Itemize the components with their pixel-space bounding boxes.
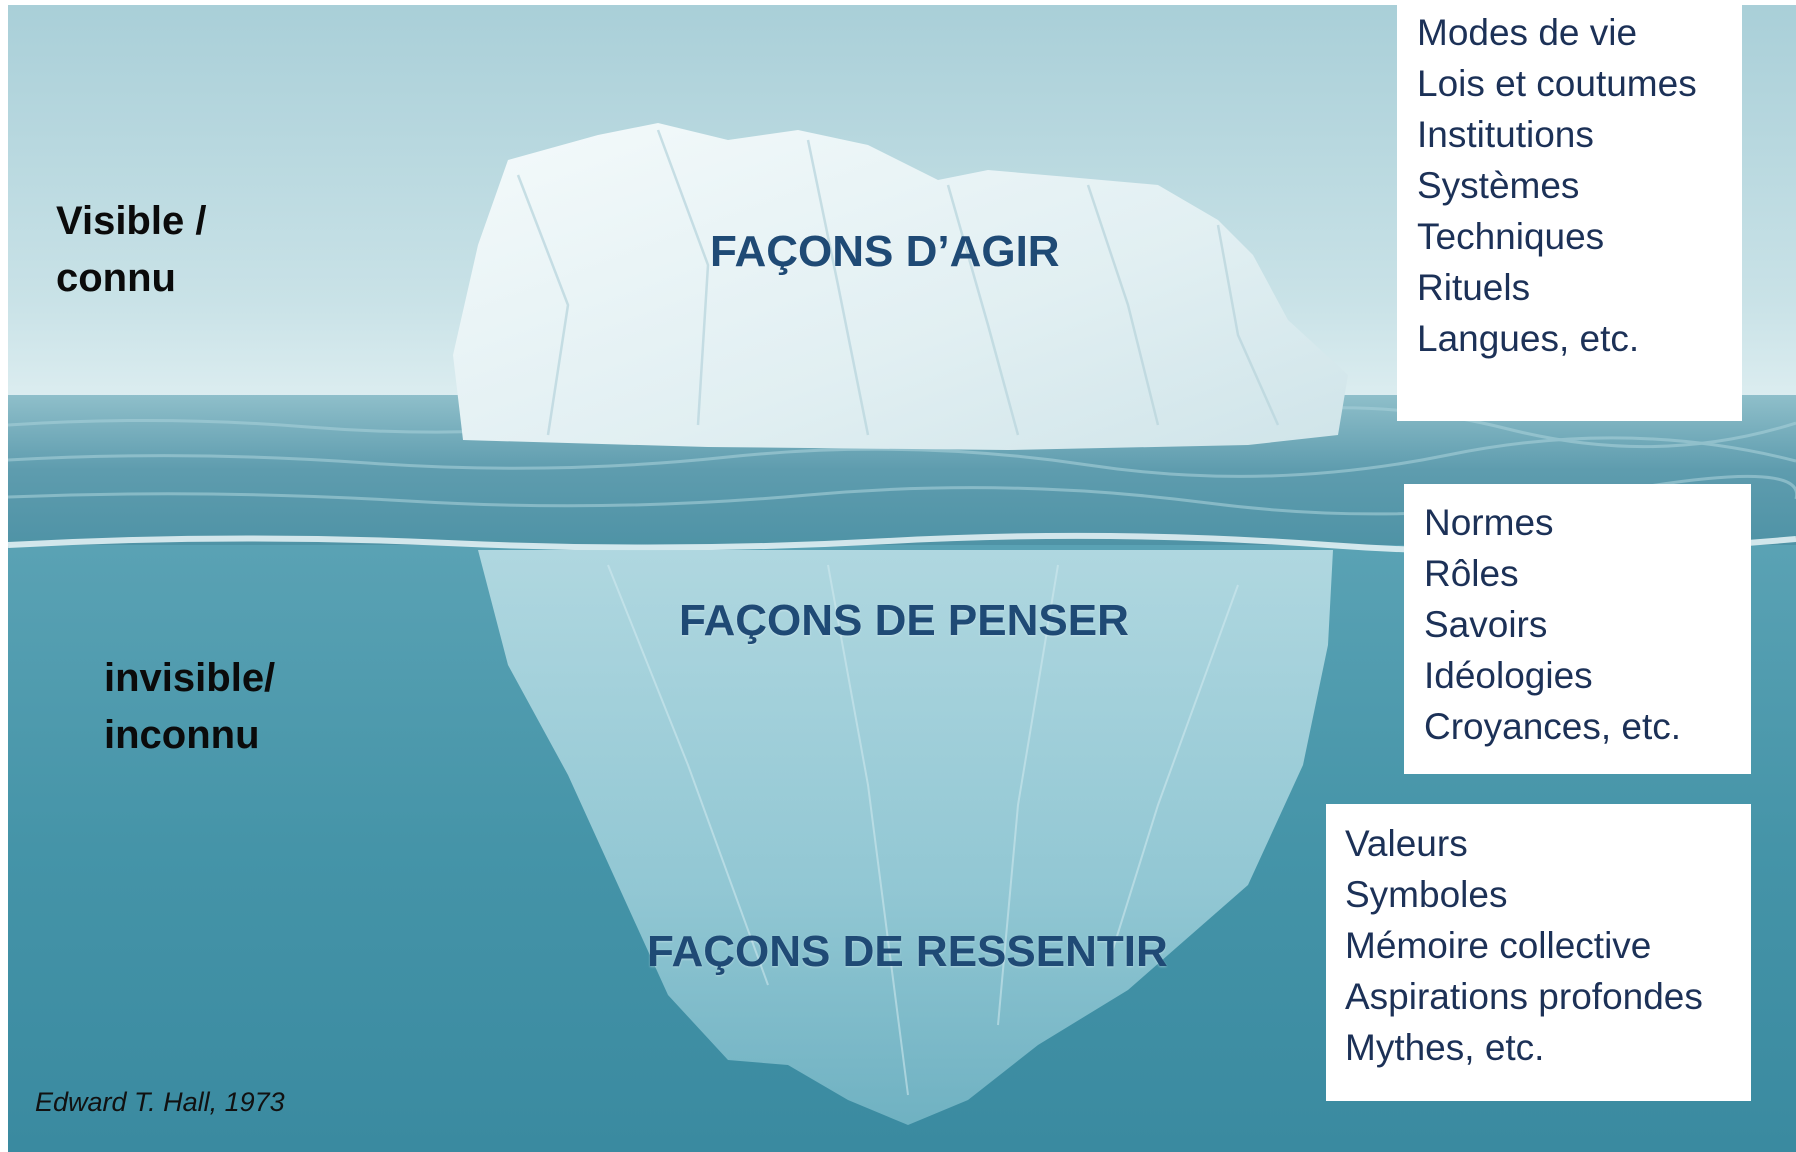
list-item: Symboles	[1345, 874, 1508, 915]
invisible-zone-line-2: inconnu	[104, 713, 260, 757]
iceberg-top	[453, 123, 1348, 450]
list-item: Modes de vie	[1417, 12, 1638, 53]
list-item: Lois et coutumes	[1417, 63, 1697, 104]
list-ressentir: Valeurs Symboles Mémoire collective Aspi…	[1345, 818, 1751, 1073]
list-box-agir: Modes de vie Lois et coutumes Institutio…	[1397, 3, 1742, 421]
iceberg-facets	[516, 129, 1280, 436]
list-item: Rôles	[1424, 553, 1519, 594]
list-item: Valeurs	[1345, 823, 1468, 864]
layer-title-agir: FAÇONS D’AGIR	[710, 227, 1060, 276]
list-item: Systèmes	[1417, 165, 1580, 206]
invisible-zone-line-1: invisible/	[104, 656, 276, 700]
list-item: Mythes, etc.	[1345, 1027, 1545, 1068]
list-item: Rituels	[1417, 267, 1531, 308]
list-item: Techniques	[1417, 216, 1605, 257]
list-box-ressentir: Valeurs Symboles Mémoire collective Aspi…	[1326, 804, 1751, 1101]
underwater-facets	[607, 564, 1239, 1096]
list-item: Langues, etc.	[1417, 318, 1640, 359]
visible-zone-label: Visible / connu	[56, 193, 206, 307]
visible-zone-line-1: Visible /	[56, 199, 207, 243]
list-item: Aspirations profondes	[1345, 976, 1703, 1017]
list-item: Savoirs	[1424, 604, 1548, 645]
invisible-zone-label: invisible/ inconnu	[104, 650, 275, 764]
layer-title-penser: FAÇONS DE PENSER	[679, 596, 1129, 645]
list-item: Mémoire collective	[1345, 925, 1652, 966]
layer-title-ressentir: FAÇONS DE RESSENTIR	[647, 927, 1168, 976]
list-item: Institutions	[1417, 114, 1594, 155]
author-credit: Edward T. Hall, 1973	[35, 1087, 285, 1117]
list-item: Normes	[1424, 502, 1554, 543]
visible-zone-line-2: connu	[56, 256, 176, 300]
iceberg-underwater	[478, 550, 1333, 1125]
list-item: Croyances, etc.	[1424, 706, 1682, 747]
list-agir: Modes de vie Lois et coutumes Institutio…	[1417, 7, 1742, 364]
list-item: Idéologies	[1424, 655, 1593, 696]
list-box-penser: Normes Rôles Savoirs Idéologies Croyance…	[1404, 484, 1751, 774]
list-penser: Normes Rôles Savoirs Idéologies Croyance…	[1424, 497, 1751, 752]
